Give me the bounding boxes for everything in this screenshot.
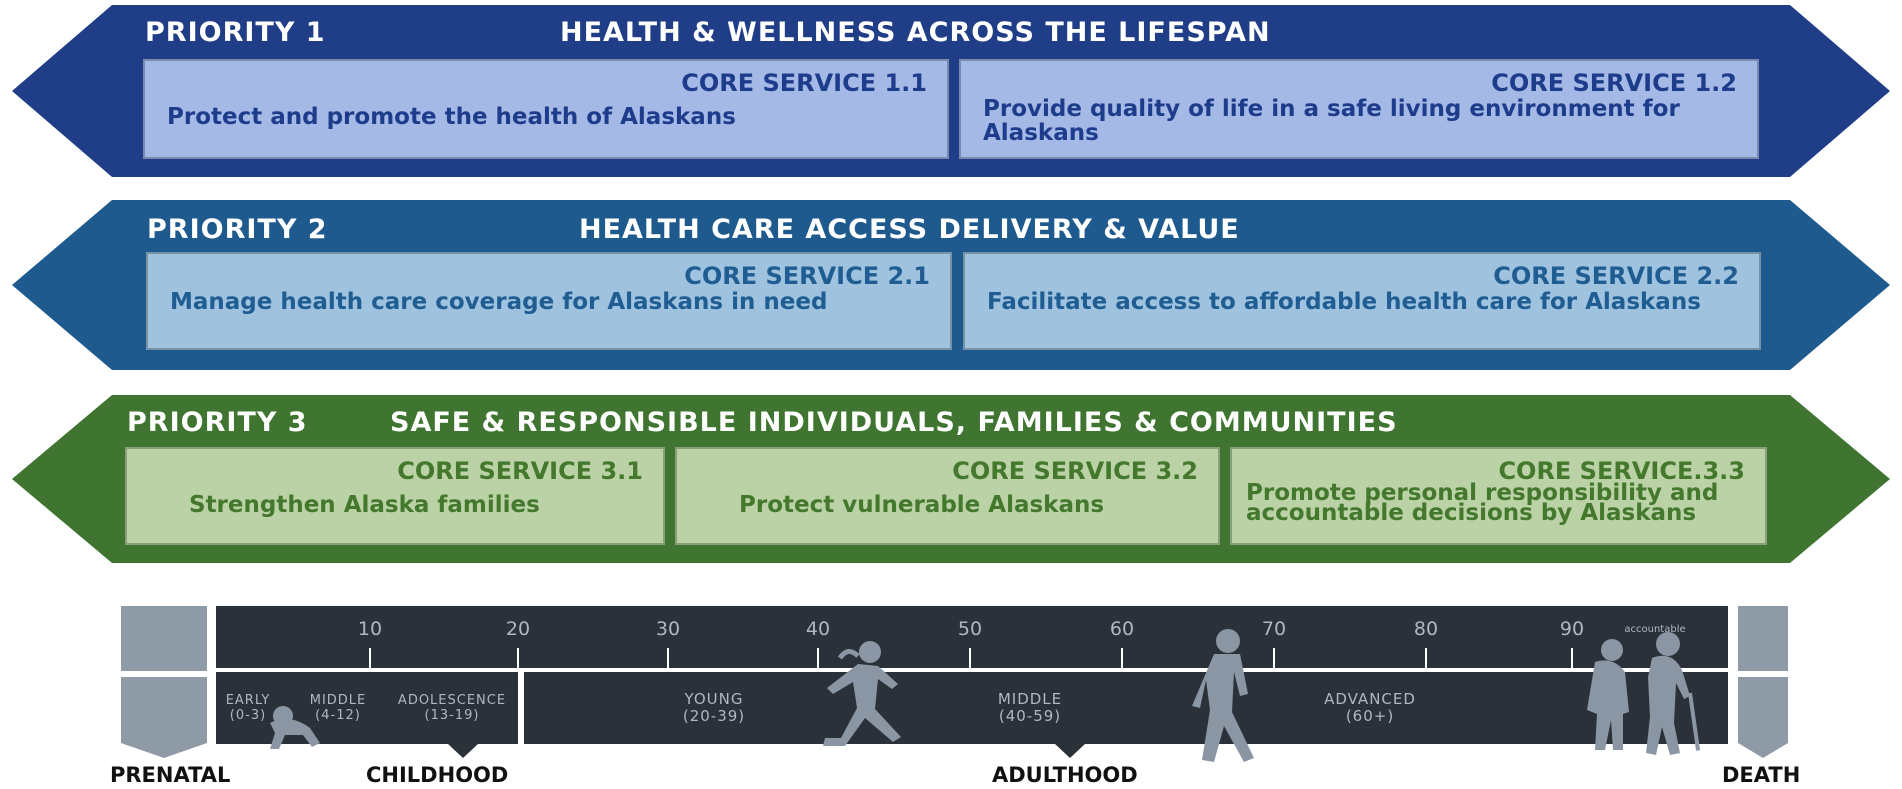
stage-middle-childhood: MIDDLE (4-12) — [310, 693, 367, 723]
core-service-1-1-box: CORE SERVICE 1.1 Protect and promote the… — [143, 59, 949, 159]
stage-early-range: (0-3) — [229, 708, 267, 723]
tick-label-70: 70 — [1261, 618, 1287, 640]
tick-label-50: 50 — [957, 618, 983, 640]
running-figure — [823, 641, 901, 746]
crawling-baby-figure — [270, 706, 320, 749]
tick-label-60: 60 — [1109, 618, 1135, 640]
phase-death: DEATH — [1722, 763, 1801, 787]
core-service-2-2-box: CORE SERVICE 2.2 Facilitate access to af… — [963, 252, 1761, 350]
priority-2-band: PRIORITY 2 HEALTH CARE ACCESS DELIVERY &… — [12, 200, 1890, 370]
adulthood-pointer — [1055, 744, 1085, 758]
tick-label-90: 90 — [1559, 618, 1585, 640]
core-service-3-2-label: CORE SERVICE 3.2 — [952, 457, 1198, 485]
phase-childhood: CHILDHOOD — [366, 763, 509, 787]
tick-note: accountable — [1624, 624, 1686, 635]
core-service-3-3-box: CORE SERVICE.3.3 Promote personal respon… — [1230, 447, 1767, 545]
stage-middle-adulthood-name: MIDDLE — [997, 690, 1063, 708]
core-service-1-1-text: Protect and promote the health of Alaska… — [167, 104, 736, 130]
core-service-1-2-text: Provide quality of life in a safe living… — [983, 96, 1680, 146]
tick-marks — [369, 648, 1573, 670]
stage-band — [216, 672, 1728, 744]
phase-adulthood: ADULTHOOD — [992, 763, 1138, 787]
core-service-2-2-text: Facilitate access to affordable health c… — [987, 289, 1701, 315]
walking-figure — [1192, 629, 1254, 762]
stage-adolescence: ADOLESCENCE (13-19) — [398, 693, 506, 723]
tick-label-10: 10 — [357, 618, 383, 640]
elderly-couple-figure — [1587, 632, 1701, 755]
stage-middle-childhood-name: MIDDLE — [309, 693, 367, 708]
stage-young-name: YOUNG — [684, 690, 744, 708]
stage-young-range: (20-39) — [682, 707, 746, 725]
core-service-1-2-label: CORE SERVICE 1.2 — [1491, 69, 1737, 97]
death-marker — [1738, 677, 1788, 758]
phase-prenatal: PRENATAL — [110, 763, 231, 787]
death-block-top — [1738, 606, 1788, 671]
core-service-3-1-label: CORE SERVICE 3.1 — [397, 457, 643, 485]
tick-label-40: 40 — [805, 618, 831, 640]
priority-2-label: PRIORITY 2 — [147, 214, 328, 245]
priority-3-title: SAFE & RESPONSIBLE INDIVIDUALS, FAMILIES… — [390, 407, 1398, 438]
priority-3-band: PRIORITY 3 SAFE & RESPONSIBLE INDIVIDUAL… — [12, 395, 1890, 563]
priority-2-title: HEALTH CARE ACCESS DELIVERY & VALUE — [579, 214, 1240, 245]
priority-1-title: HEALTH & WELLNESS ACROSS THE LIFESPAN — [560, 17, 1271, 48]
age-band — [216, 606, 1728, 668]
core-service-1-1-label: CORE SERVICE 1.1 — [681, 69, 927, 97]
stage-advanced-range: (60+) — [1345, 707, 1395, 725]
priority-3-label: PRIORITY 3 — [127, 407, 308, 438]
lifespan-timeline: 10 20 30 40 50 60 70 80 90 accountable E… — [0, 598, 1902, 789]
core-service-2-1-label: CORE SERVICE 2.1 — [684, 262, 930, 290]
stage-young: YOUNG (20-39) — [683, 691, 745, 725]
prenatal-block-top — [121, 606, 207, 671]
core-service-2-1-box: CORE SERVICE 2.1 Manage health care cove… — [146, 252, 952, 350]
core-service-3-3-text: Promote personal responsibility and acco… — [1246, 480, 1719, 526]
stage-middle-adulthood: MIDDLE (40-59) — [998, 691, 1062, 725]
core-service-3-1-text: Strengthen Alaska families — [189, 492, 540, 518]
stage-middle-adulthood-range: (40-59) — [998, 707, 1062, 725]
core-service-3-3-label: CORE SERVICE.3.3 — [1498, 457, 1745, 485]
tick-label-20: 20 — [505, 618, 531, 640]
tick-label-80: 80 — [1413, 618, 1439, 640]
childhood-pointer — [448, 744, 478, 758]
tick-label-30: 30 — [655, 618, 681, 640]
core-service-3-1-box: CORE SERVICE 3.1 Strengthen Alaska famil… — [125, 447, 665, 545]
stage-advanced-name: ADVANCED — [1324, 690, 1416, 708]
prenatal-marker — [121, 677, 207, 758]
priority-1-label: PRIORITY 1 — [145, 17, 326, 48]
timeline-graphic — [121, 606, 1788, 762]
core-service-2-2-label: CORE SERVICE 2.2 — [1493, 262, 1739, 290]
stage-early-name: EARLY — [225, 693, 271, 708]
stage-adolescence-range: (13-19) — [424, 708, 480, 723]
stage-middle-childhood-range: (4-12) — [315, 708, 361, 723]
stage-advanced: ADVANCED (60+) — [1324, 691, 1416, 725]
core-service-1-2-box: CORE SERVICE 1.2 Provide quality of life… — [959, 59, 1759, 159]
stage-adolescence-name: ADOLESCENCE — [397, 693, 507, 708]
core-service-3-2-box: CORE SERVICE 3.2 Protect vulnerable Alas… — [675, 447, 1220, 545]
priority-1-band: PRIORITY 1 HEALTH & WELLNESS ACROSS THE … — [12, 5, 1890, 177]
core-service-3-2-text: Protect vulnerable Alaskans — [739, 492, 1105, 518]
core-service-2-1-text: Manage health care coverage for Alaskans… — [170, 289, 828, 315]
stage-early: EARLY (0-3) — [226, 693, 271, 723]
